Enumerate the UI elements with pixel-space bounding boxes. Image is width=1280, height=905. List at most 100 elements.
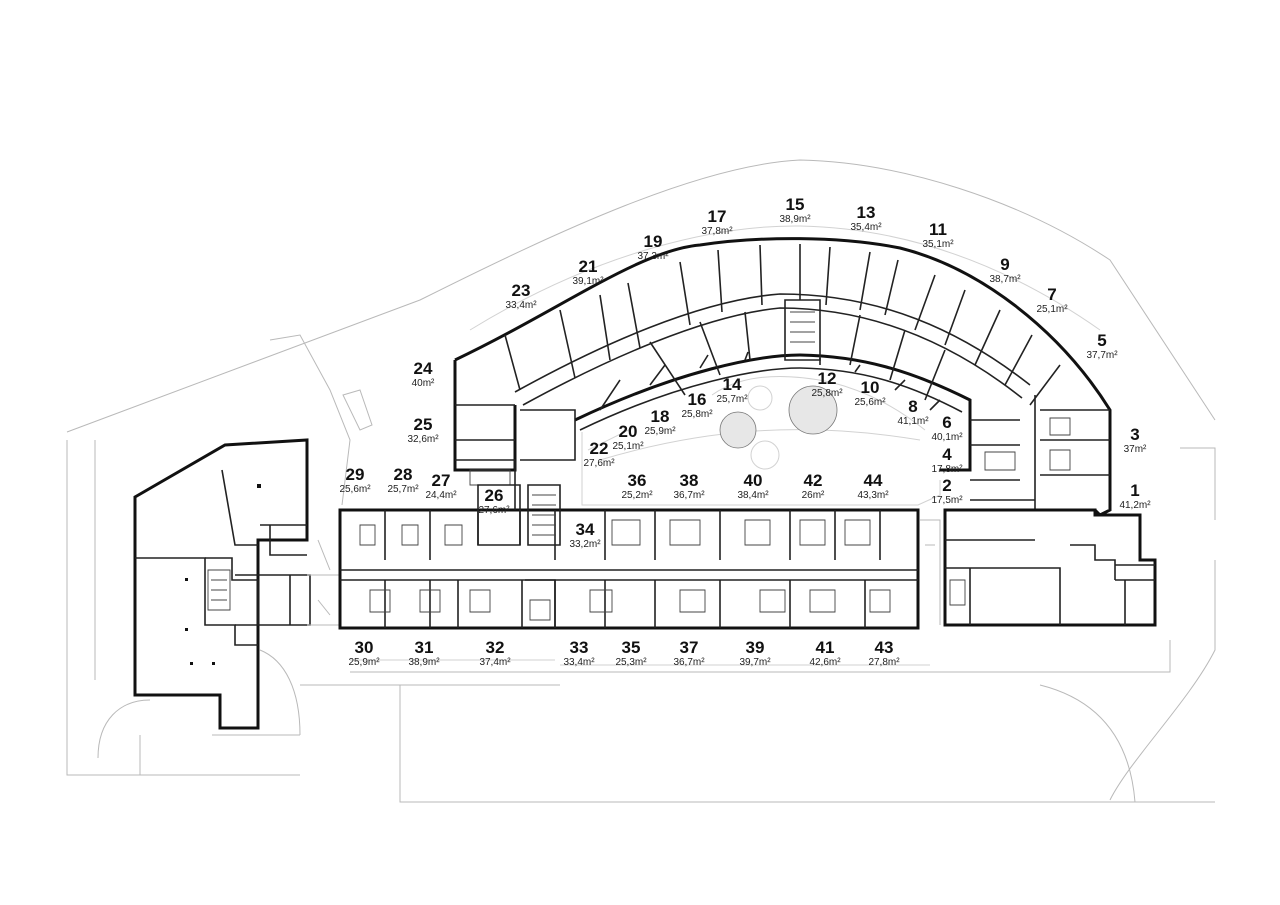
unit-area: 38,7m² xyxy=(989,274,1021,285)
unit-area: 33,2m² xyxy=(569,539,601,550)
unit-number: 20 xyxy=(619,422,638,441)
unit-area: 40m² xyxy=(412,378,435,389)
unit-number: 6 xyxy=(942,413,951,432)
unit-area: 37,7m² xyxy=(1086,350,1118,361)
unit-area: 36,7m² xyxy=(673,657,705,668)
unit-label-8: 841,1m² xyxy=(897,397,929,427)
unit-area: 37m² xyxy=(1124,444,1147,455)
unit-area: 17,5m² xyxy=(931,495,963,506)
unit-area: 36,7m² xyxy=(673,490,705,501)
unit-label-1: 141,2m² xyxy=(1119,481,1151,511)
unit-number: 33 xyxy=(570,638,589,657)
unit-number: 31 xyxy=(415,638,434,657)
unit-number: 17 xyxy=(708,207,727,226)
unit-number: 32 xyxy=(486,638,505,657)
unit-area: 24,4m² xyxy=(425,490,457,501)
unit-area: 25,8m² xyxy=(811,388,843,399)
unit-area: 38,9m² xyxy=(408,657,440,668)
unit-number: 24 xyxy=(414,359,433,378)
unit-number: 5 xyxy=(1097,331,1106,350)
unit-area: 39,7m² xyxy=(739,657,771,668)
main-bar xyxy=(338,484,920,630)
unit-area: 25,6m² xyxy=(854,397,886,408)
unit-number: 12 xyxy=(818,369,837,388)
unit-number: 42 xyxy=(804,471,823,490)
unit-number: 18 xyxy=(651,407,670,426)
unit-area: 25,7m² xyxy=(716,394,748,405)
unit-number: 22 xyxy=(590,439,609,458)
courtyard xyxy=(581,375,941,506)
unit-area: 25,8m² xyxy=(681,409,713,420)
unit-number: 2 xyxy=(942,476,951,495)
unit-number: 19 xyxy=(644,232,663,251)
unit-number: 1 xyxy=(1130,481,1139,500)
unit-area: 25,1m² xyxy=(612,441,644,452)
unit-area: 27,8m² xyxy=(868,657,900,668)
unit-number: 15 xyxy=(786,195,805,214)
unit-label-4: 417,8m² xyxy=(931,445,963,475)
unit-area: 38,9m² xyxy=(779,214,811,225)
unit-area: 25,6m² xyxy=(339,484,371,495)
unit-area: 25,9m² xyxy=(348,657,380,668)
unit-number: 3 xyxy=(1130,425,1139,444)
unit-area: 37,3m² xyxy=(637,251,669,262)
unit-label-9: 938,7m² xyxy=(989,255,1021,285)
unit-area: 25,2m² xyxy=(621,490,653,501)
unit-area: 25,9m² xyxy=(644,426,676,437)
unit-number: 25 xyxy=(414,415,433,434)
unit-number: 4 xyxy=(942,445,952,464)
left-building xyxy=(133,438,340,730)
unit-area: 32,6m² xyxy=(407,434,439,445)
unit-label-5: 537,7m² xyxy=(1086,331,1118,361)
unit-number: 14 xyxy=(723,375,742,394)
unit-area: 17,8m² xyxy=(931,464,963,475)
unit-number: 29 xyxy=(346,465,365,484)
unit-area: 41,2m² xyxy=(1119,500,1151,511)
unit-number: 7 xyxy=(1047,285,1056,304)
unit-area: 37,4m² xyxy=(479,657,511,668)
unit-area: 33,4m² xyxy=(563,657,595,668)
unit-area: 25,7m² xyxy=(387,484,419,495)
unit-number: 10 xyxy=(861,378,880,397)
unit-area: 27,6m² xyxy=(478,505,510,516)
right-annex xyxy=(920,508,1157,627)
unit-number: 21 xyxy=(579,257,598,276)
unit-number: 27 xyxy=(432,471,451,490)
unit-area: 42,6m² xyxy=(809,657,841,668)
unit-number: 44 xyxy=(864,471,883,490)
unit-area: 39,1m² xyxy=(572,276,604,287)
unit-label-6: 640,1m² xyxy=(931,413,963,443)
unit-number: 39 xyxy=(746,638,765,657)
unit-number: 28 xyxy=(394,465,413,484)
unit-number: 43 xyxy=(875,638,894,657)
unit-label-2: 217,5m² xyxy=(931,476,963,506)
